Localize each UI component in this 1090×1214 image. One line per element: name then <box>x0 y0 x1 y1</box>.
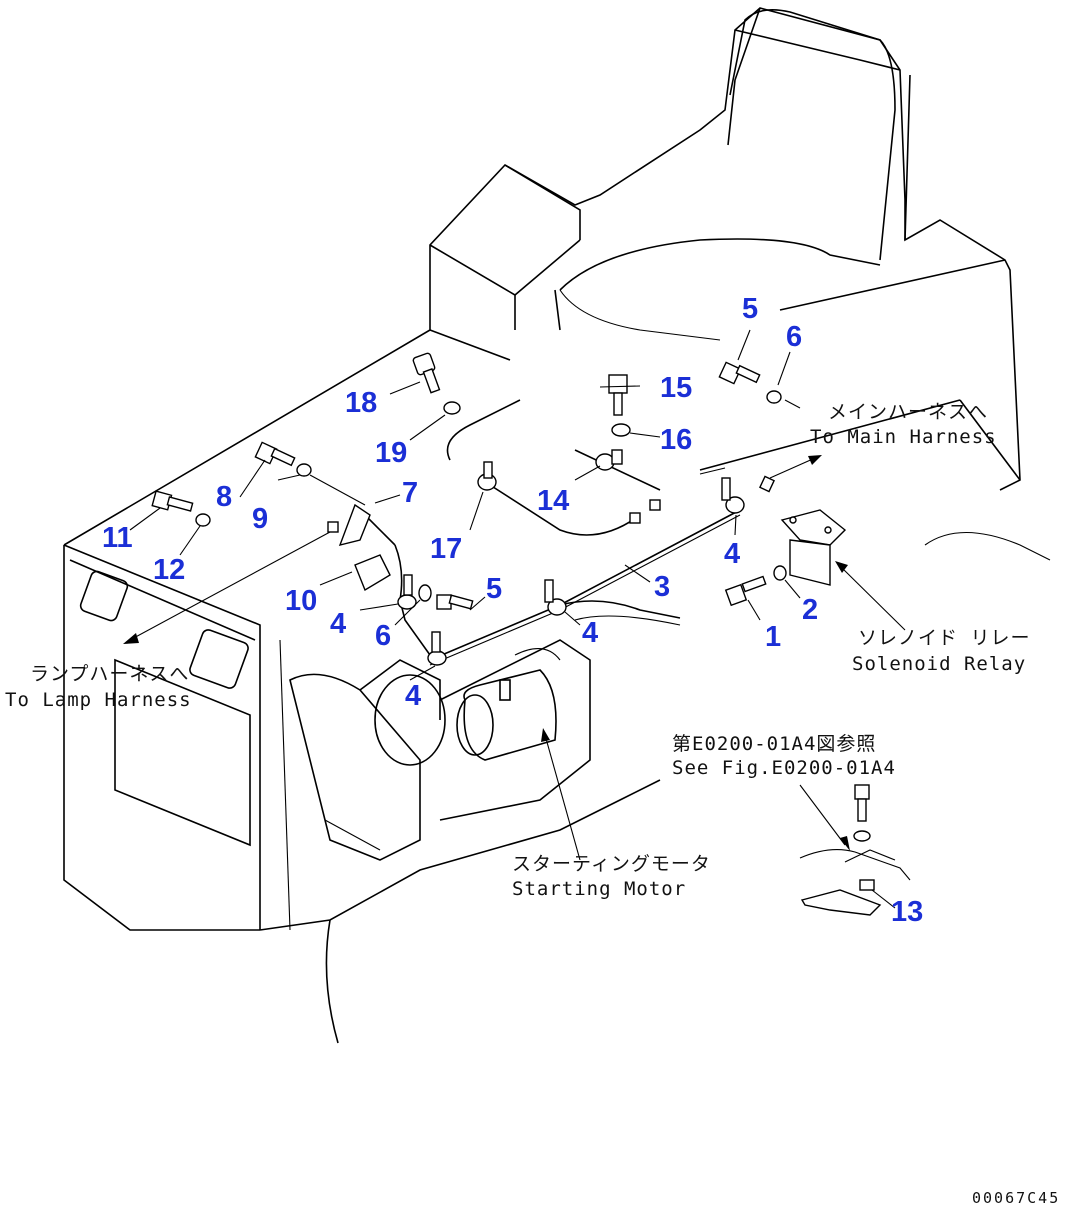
starting-motor-jp-label: スターティングモータ <box>512 853 711 875</box>
callout-14: 14 <box>537 485 569 517</box>
lamp-harness-jp-label: ランプハーネスへ <box>30 663 189 685</box>
callout-6b: 6 <box>375 620 391 652</box>
bolt-18-icon <box>412 352 441 394</box>
main-harness-en-label: To Main Harness <box>810 426 997 448</box>
callout-4d: 4 <box>405 680 421 712</box>
washer-6-top-icon <box>766 390 782 404</box>
callout-5a: 5 <box>742 293 758 325</box>
washer-19-icon <box>443 401 461 415</box>
solenoid-relay-jp-label: ソレノイド リレー <box>858 627 1030 649</box>
solenoid-relay-en-label: Solenoid Relay <box>852 653 1026 675</box>
parts <box>151 352 911 916</box>
washer-12-icon <box>195 513 211 527</box>
bolt-1-icon <box>724 575 767 607</box>
bracket-7-icon <box>338 503 371 547</box>
callout-1: 1 <box>765 621 781 653</box>
callout-5b: 5 <box>486 573 502 605</box>
callout-13: 13 <box>891 896 923 928</box>
callout-6a: 6 <box>786 321 802 353</box>
detail-13-icon <box>799 784 911 916</box>
callout-12: 12 <box>153 554 185 586</box>
callout-8: 8 <box>216 481 232 513</box>
callout-3: 3 <box>654 571 670 603</box>
leader-lines <box>123 329 906 909</box>
bolt-5-top-icon <box>718 361 761 385</box>
callout-4b: 4 <box>330 608 346 640</box>
callout-9: 9 <box>252 503 268 535</box>
callout-2: 2 <box>802 594 818 626</box>
starting-motor-en-label: Starting Motor <box>512 878 686 900</box>
callout-19: 19 <box>375 437 407 469</box>
callout-11: 11 <box>102 522 133 554</box>
callout-18: 18 <box>345 387 377 419</box>
washer-9-icon <box>296 463 312 477</box>
clip-14-icon <box>595 449 661 524</box>
solenoid-relay-icon <box>780 509 847 586</box>
bolt-5-lower-icon <box>436 594 474 610</box>
lamp-harness-en-label: To Lamp Harness <box>5 689 192 711</box>
bolt-11-icon <box>151 490 194 512</box>
callout-7: 7 <box>402 477 418 509</box>
washer-6-lower-icon <box>418 584 432 602</box>
callout-4c: 4 <box>582 617 598 649</box>
see-fig-en-label: See Fig.E0200-01A4 <box>672 757 896 779</box>
callout-4a: 4 <box>724 538 740 570</box>
clamp-17-icon <box>477 461 497 491</box>
drawing-code: 00067C45 <box>972 1189 1060 1207</box>
callout-15: 15 <box>660 372 692 404</box>
callout-10: 10 <box>285 585 317 617</box>
clamp-4-icon <box>397 477 745 666</box>
callouts: 1 2 3 4 4 4 4 5 5 6 6 7 8 9 10 11 12 13 … <box>102 293 923 928</box>
see-fig-jp-label: 第E0200-01A4図参照 <box>672 733 876 755</box>
captions: メインハーネスへ To Main Harness ランプハーネスへ To Lam… <box>5 401 1060 1207</box>
callout-17: 17 <box>430 533 462 565</box>
callout-16: 16 <box>660 424 692 456</box>
relay-10-icon <box>354 554 391 592</box>
main-harness-jp-label: メインハーネスへ <box>828 401 988 423</box>
bolt-8-icon <box>254 441 296 467</box>
washer-2-icon <box>773 565 787 581</box>
washer-16-icon <box>611 423 631 437</box>
bolt-15-icon <box>608 374 628 416</box>
machine-body <box>63 7 1051 1044</box>
